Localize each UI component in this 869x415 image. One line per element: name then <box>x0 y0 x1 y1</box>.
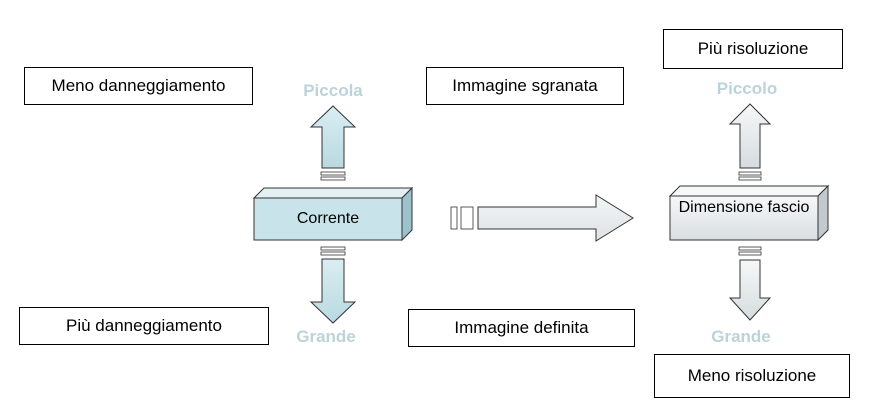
small-current-word: Piccola <box>303 81 363 100</box>
large-beam-word: Grande <box>711 327 771 346</box>
beam-down-arrow-icon <box>728 246 772 321</box>
beam-size-box <box>668 184 830 242</box>
beam-size-box-label: Dimensione fascio <box>678 199 810 216</box>
large-current-word: Grande <box>296 327 356 346</box>
current-down-arrow-icon <box>309 246 357 324</box>
less-damage-label: Meno danneggiamento <box>24 67 253 105</box>
right-arrow-icon <box>450 194 634 242</box>
more-damage-label: Più danneggiamento <box>19 307 269 345</box>
current-box-label: Corrente <box>296 210 360 227</box>
current-up-arrow-icon <box>309 105 357 181</box>
beam-up-arrow-icon <box>728 103 772 181</box>
more-resolution-label: Più risoluzione <box>663 29 843 69</box>
current-box <box>252 186 414 242</box>
small-beam-word: Piccolo <box>716 79 778 98</box>
less-resolution-label: Meno risoluzione <box>654 354 850 398</box>
grainy-image-label: Immagine sgranata <box>426 67 624 105</box>
sharp-image-label: Immagine definita <box>408 309 635 347</box>
